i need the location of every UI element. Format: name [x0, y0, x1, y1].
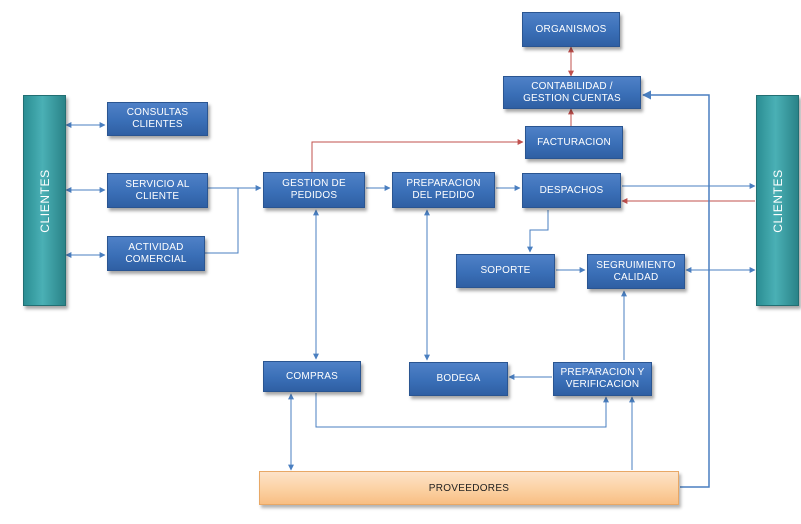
node-preparacion-pedido[interactable]: PREPARACION DEL PEDIDO	[392, 172, 495, 208]
link-gestion-facturacion	[311, 139, 524, 176]
node-preparacion-verificacion[interactable]: PREPARACION Y VERIFICACION	[553, 362, 652, 396]
proveedores-label: PROVEEDORES	[428, 482, 510, 494]
node-servicio[interactable]: SERVICIO AL CLIENTE	[107, 173, 208, 208]
clientes-right-bar: CLIENTES	[756, 95, 799, 306]
node-facturacion[interactable]: FACTURACION	[525, 126, 623, 159]
node-proveedores[interactable]: PROVEEDORES	[259, 471, 679, 505]
link-actividad-gestion	[205, 188, 239, 254]
clientes-right-label: CLIENTES	[770, 168, 785, 233]
node-gestion[interactable]: GESTION DE PEDIDOS	[263, 172, 365, 208]
clientes-left-bar: CLIENTES	[23, 95, 66, 306]
link-compras-verificacion	[315, 393, 609, 428]
node-bodega[interactable]: BODEGA	[409, 362, 508, 396]
link-proveedores-contabilidad	[642, 90, 710, 488]
node-compras[interactable]: COMPRAS	[263, 361, 361, 392]
node-actividad[interactable]: ACTIVIDAD COMERCIAL	[107, 236, 205, 271]
node-contabilidad[interactable]: CONTABILIDAD / GESTION CUENTAS	[503, 76, 641, 109]
link-despachos-soporte	[527, 210, 549, 253]
clientes-left-label: CLIENTES	[37, 168, 52, 233]
node-consultas[interactable]: CONSULTAS CLIENTES	[107, 102, 208, 136]
node-seguimiento[interactable]: SEGRUIMIENTO CALIDAD	[587, 254, 685, 289]
node-organismos[interactable]: ORGANISMOS	[522, 12, 620, 47]
node-soporte[interactable]: SOPORTE	[456, 254, 555, 288]
node-despachos[interactable]: DESPACHOS	[522, 173, 621, 208]
